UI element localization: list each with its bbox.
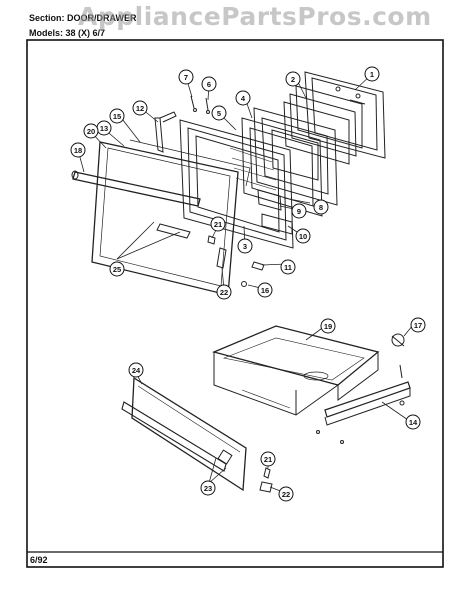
part-door-frame [179,119,294,249]
part-door-clips [207,235,265,287]
callout-7: 7 [178,69,194,85]
callout-number: 10 [299,232,307,241]
model-title: Models: 38 (X) 6/7 [29,28,105,38]
callout-number: 5 [217,109,221,118]
callout-number: 24 [132,366,141,375]
callout-number: 21 [264,455,272,464]
part-glass-pack [283,85,363,165]
callout-24: 24 [128,362,144,378]
part-screws-top [190,95,210,114]
callout-25: 25 [109,261,125,277]
callout-number: 15 [113,112,121,121]
callout-20: 20 [83,123,99,139]
callout-number: 21 [214,220,222,229]
part-hinge [154,111,177,153]
callout-number: 11 [284,263,292,272]
callout-5: 5 [211,105,227,121]
callout-12: 12 [132,100,148,116]
callout-17: 17 [410,317,426,333]
callout-number: 1 [370,70,374,79]
revision-date: 6/92 [30,555,48,565]
callout-number: 20 [87,127,95,136]
callout-6: 6 [201,76,217,92]
part-door-handle [71,170,201,239]
callout-number: 22 [220,288,228,297]
part-drawer-body [211,325,380,416]
part-window-frame [253,107,338,206]
callout-14: 14 [405,414,421,430]
callout-number: 7 [184,73,188,82]
callout-4: 4 [235,90,251,106]
callout-number: 13 [100,124,108,133]
callout-number: 17 [414,321,422,330]
callout-15: 15 [109,108,125,124]
callout-number: 14 [409,418,418,427]
callout-22-lower: 22 [278,486,294,502]
diagram-frame [26,39,444,568]
callout-number: 4 [241,94,246,103]
callout-10: 10 [295,228,311,244]
callout-1: 1 [364,66,380,82]
callout-22-upper: 22 [216,284,232,300]
callout-21-upper: 21 [210,216,226,232]
watermark: AppliancePartsPros.com [78,2,432,31]
callout-19: 19 [320,318,336,334]
callout-8: 8 [313,199,329,215]
part-drawer-roller [391,333,405,379]
callout-13: 13 [96,120,112,136]
callout-9: 9 [291,203,307,219]
part-door-inner-panel [304,71,386,159]
callout-number: 9 [297,207,301,216]
callout-16: 16 [257,282,273,298]
callout-number: 19 [324,322,332,331]
part-door-liner [241,117,323,217]
callout-number: 12 [136,104,144,113]
callout-18: 18 [70,142,86,158]
callout-23: 23 [200,480,216,496]
callout-11: 11 [280,259,296,275]
part-drawer-rail [316,381,411,444]
leader-lines [77,73,414,493]
callout-number: 2 [291,75,295,84]
part-drawer-clips [259,467,273,493]
callout-3: 3 [237,238,253,254]
callout-number: 3 [243,242,247,251]
part-drawer-front [121,376,247,492]
callout-number: 22 [282,490,290,499]
callout-2: 2 [285,71,301,87]
callout-number: 8 [319,203,323,212]
section-title: Section: DOOR/DRAWER [29,13,137,23]
callout-number: 6 [207,80,211,89]
callout-number: 18 [74,146,82,155]
callout-number: 25 [113,265,121,274]
callout-number: 23 [204,484,212,493]
callout-number: 16 [261,286,269,295]
callout-21-lower: 21 [260,451,276,467]
